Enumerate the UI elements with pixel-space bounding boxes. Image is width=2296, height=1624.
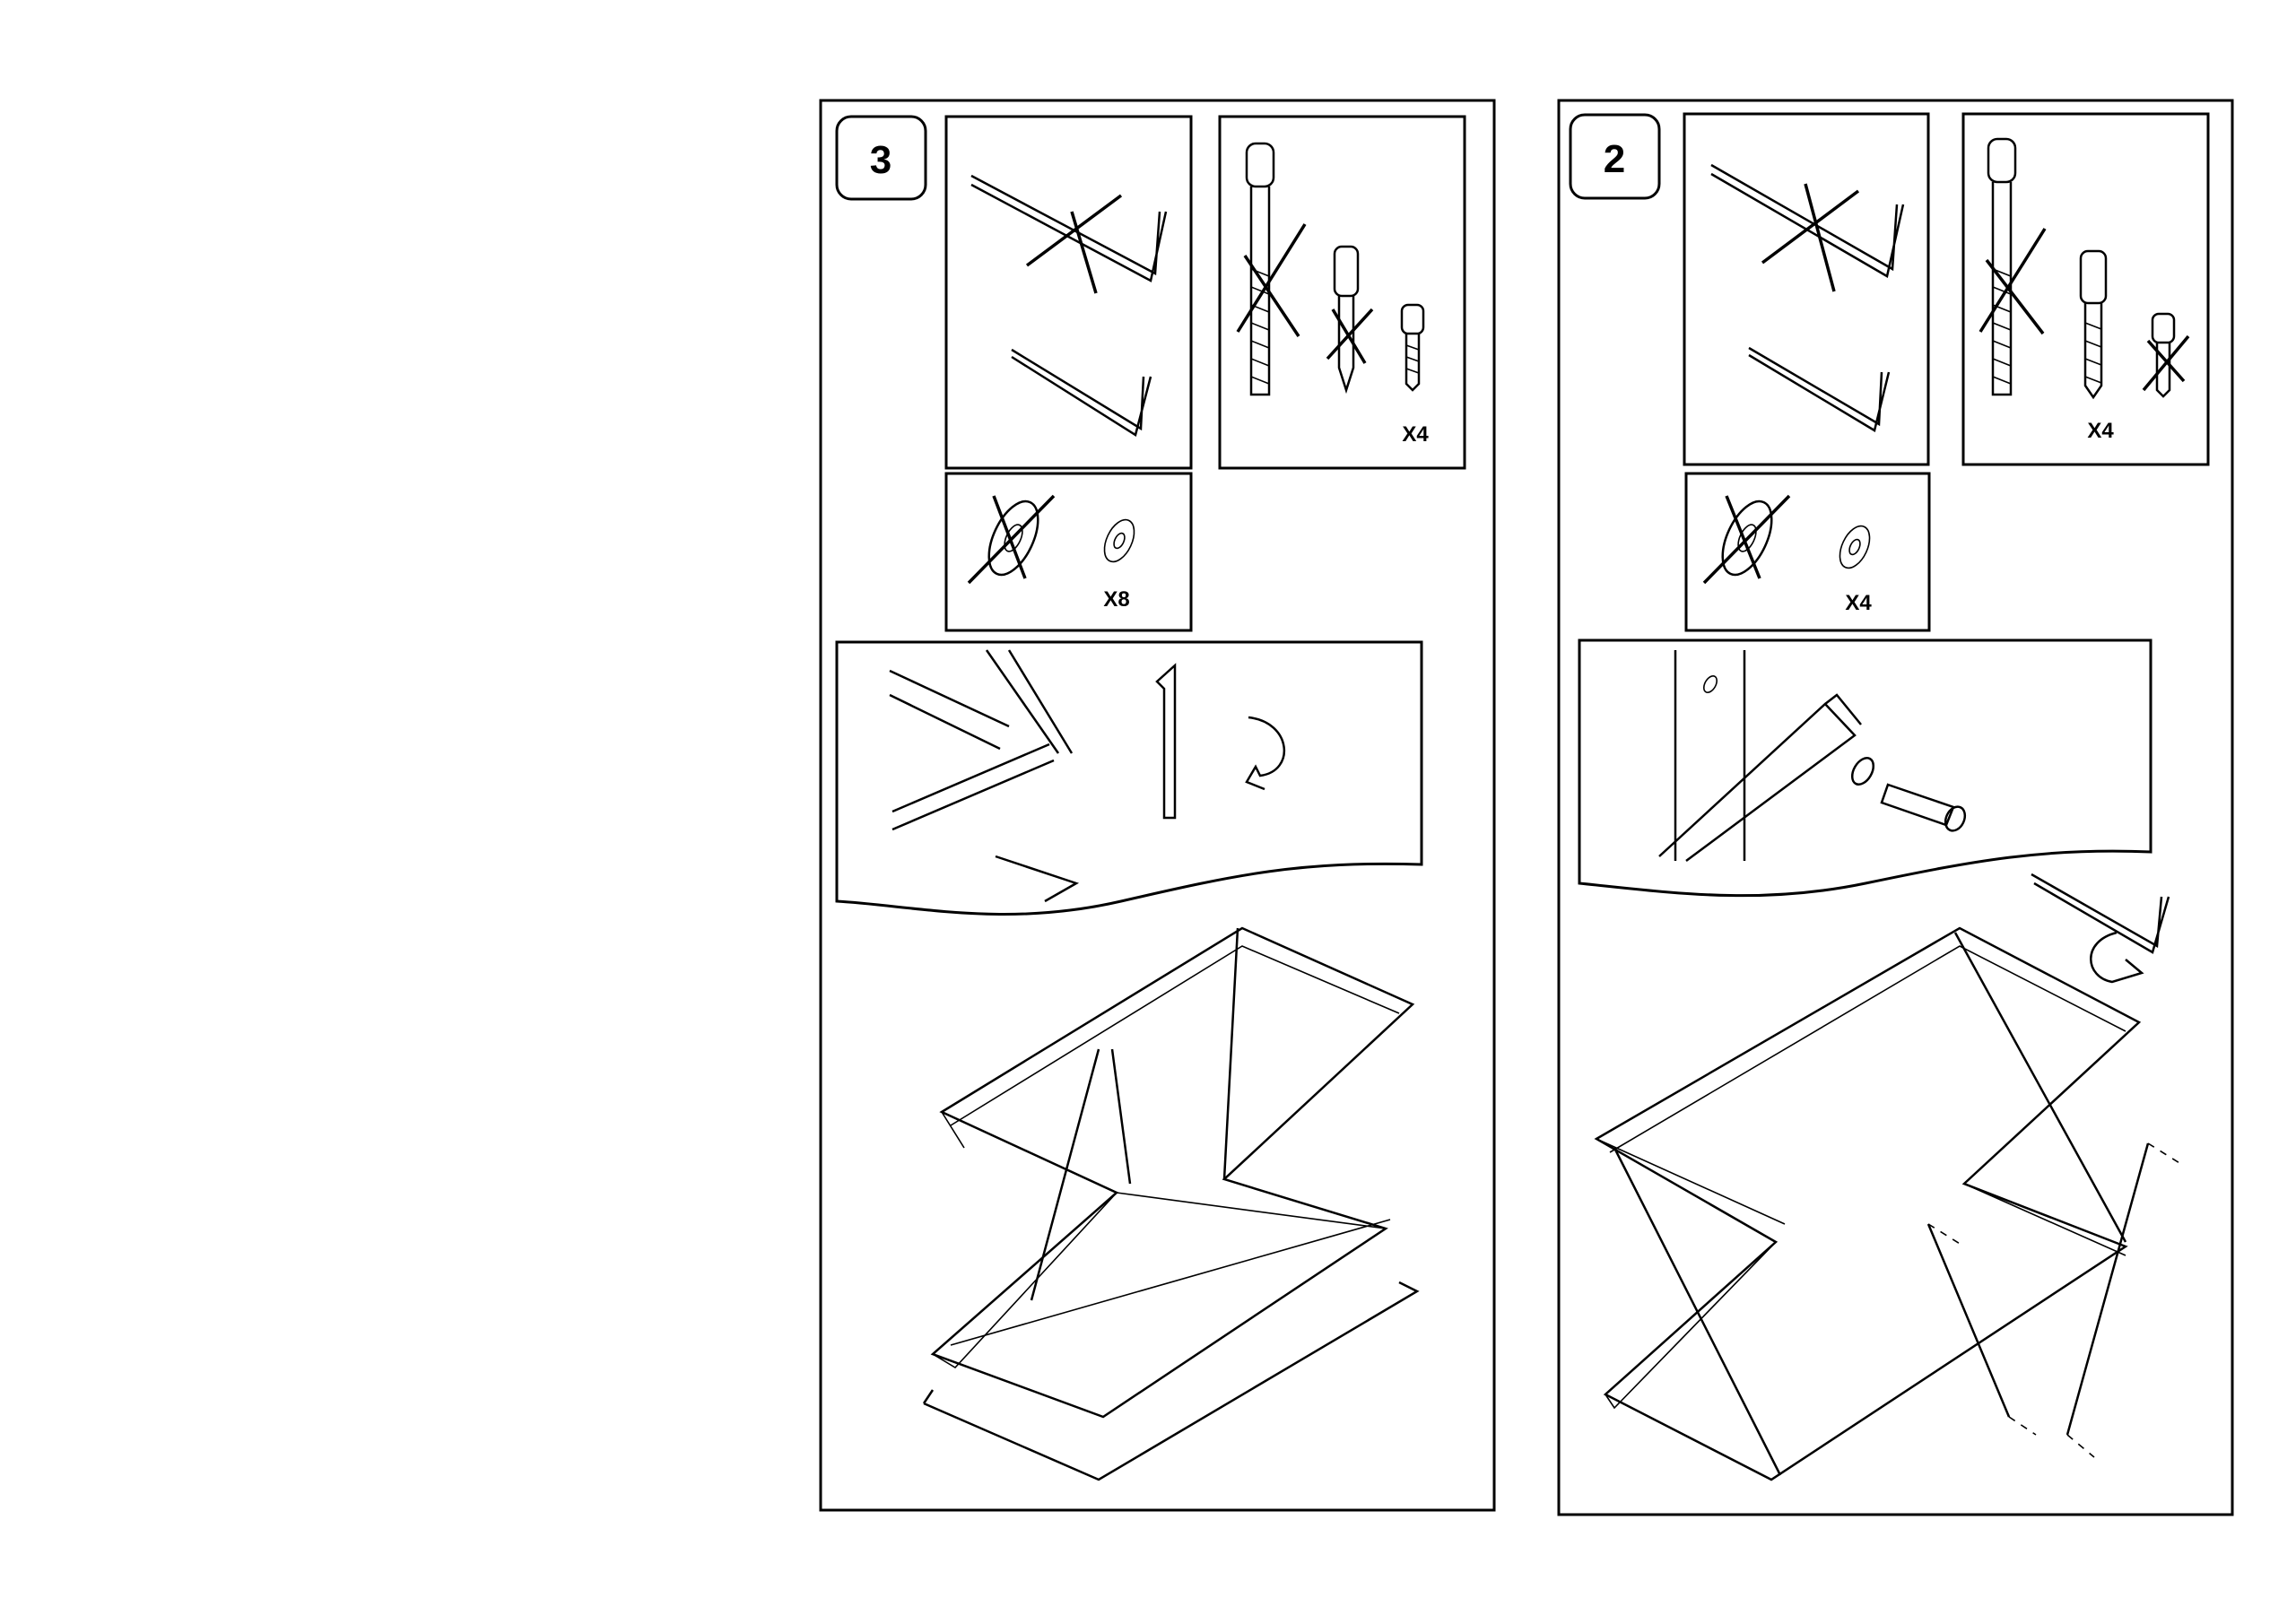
screws-box: X4 bbox=[1218, 115, 1466, 470]
washer-quantity: X4 bbox=[1845, 591, 1872, 615]
step-2-frame-illustration bbox=[1594, 926, 2185, 1481]
small-screw-icon bbox=[2142, 312, 2190, 398]
medium-screw-icon bbox=[2079, 249, 2108, 400]
step-3-badge: 3 bbox=[835, 115, 927, 201]
large-washer-icon bbox=[967, 494, 1056, 585]
allen-key-box bbox=[1683, 112, 1930, 466]
small-allen-key-icon bbox=[1748, 346, 1891, 432]
large-washer-icon bbox=[1702, 494, 1791, 585]
screw-quantity: X4 bbox=[1402, 422, 1429, 447]
washer-quantity: X8 bbox=[1103, 587, 1129, 612]
allen-key-box bbox=[944, 115, 1193, 470]
washer-box: X4 bbox=[1684, 472, 1931, 632]
screw-quantity: X4 bbox=[2087, 419, 2114, 443]
step-3-panel: 3 bbox=[819, 99, 1496, 1512]
screws-box: X4 bbox=[1961, 112, 2210, 466]
detail-view bbox=[835, 640, 1423, 916]
medium-screw-icon bbox=[1326, 245, 1374, 395]
allen-key-rotation-icon bbox=[2031, 873, 2170, 984]
step-2-panel: 2 bbox=[1557, 99, 2234, 1516]
step-number: 3 bbox=[870, 138, 891, 182]
long-bolt-icon bbox=[1236, 142, 1307, 396]
small-washer-icon bbox=[1839, 525, 1871, 569]
large-allen-key-icon bbox=[1710, 163, 1905, 292]
small-washer-icon bbox=[1103, 518, 1135, 563]
detail-view bbox=[1578, 638, 2152, 898]
small-screw-icon bbox=[1400, 303, 1425, 392]
large-allen-key-icon bbox=[970, 174, 1168, 294]
small-allen-key-icon bbox=[1011, 348, 1152, 437]
step-3-frame-illustration bbox=[922, 926, 1420, 1481]
step-number: 2 bbox=[1604, 137, 1625, 181]
long-bolt-icon bbox=[1979, 137, 2047, 396]
washer-box: X8 bbox=[944, 472, 1193, 632]
step-2-badge: 2 bbox=[1569, 113, 1661, 200]
